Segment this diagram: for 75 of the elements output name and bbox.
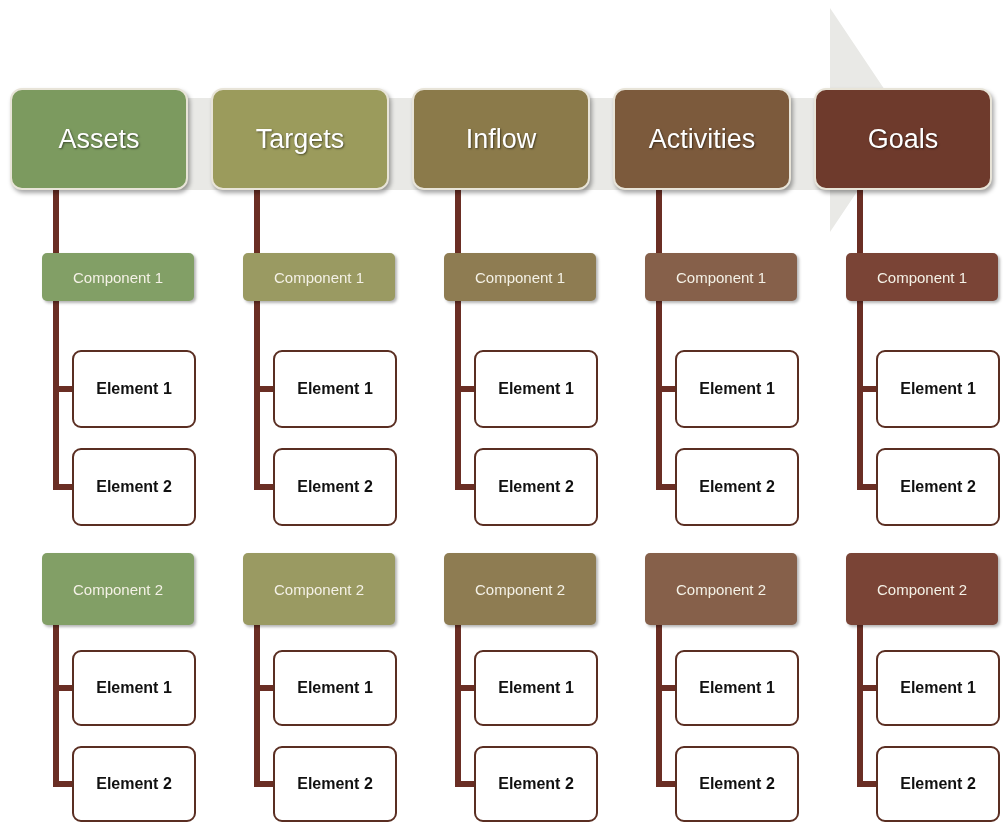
component-box bbox=[444, 253, 596, 301]
component-label: Component 1 bbox=[273, 268, 365, 286]
component-label: Component 1 bbox=[876, 268, 968, 286]
element-box bbox=[474, 350, 598, 428]
component-box bbox=[846, 253, 998, 301]
element-label: Element 1 bbox=[96, 380, 172, 398]
component-box bbox=[645, 253, 797, 301]
element-label: Element 1 bbox=[297, 679, 373, 697]
component-label: Component 2 bbox=[876, 580, 968, 598]
category-header bbox=[613, 88, 791, 190]
element-label: Element 1 bbox=[900, 380, 976, 398]
category-header bbox=[814, 88, 992, 190]
element-box bbox=[72, 448, 196, 526]
element-box bbox=[675, 746, 799, 822]
element-label: Element 1 bbox=[297, 380, 373, 398]
element-box bbox=[474, 448, 598, 526]
header-label: Assets bbox=[58, 123, 140, 155]
category-header bbox=[10, 88, 188, 190]
element-box bbox=[72, 350, 196, 428]
element-box bbox=[876, 746, 1000, 822]
element-box bbox=[876, 448, 1000, 526]
element-box bbox=[273, 650, 397, 726]
connector-line bbox=[656, 190, 662, 253]
header-label: Activities bbox=[648, 123, 756, 155]
element-label: Element 1 bbox=[900, 679, 976, 697]
connector-line bbox=[857, 190, 863, 253]
element-label: Element 2 bbox=[900, 775, 976, 793]
category-header bbox=[412, 88, 590, 190]
element-label: Element 1 bbox=[498, 380, 574, 398]
element-label: Element 2 bbox=[297, 775, 373, 793]
element-box bbox=[72, 650, 196, 726]
component-box bbox=[645, 553, 797, 625]
element-label: Element 2 bbox=[900, 478, 976, 496]
component-box bbox=[243, 553, 395, 625]
element-label: Element 2 bbox=[96, 478, 172, 496]
component-box bbox=[243, 253, 395, 301]
connector-line bbox=[455, 190, 461, 253]
element-label: Element 2 bbox=[297, 478, 373, 496]
element-box bbox=[876, 350, 1000, 428]
element-box bbox=[675, 650, 799, 726]
component-box bbox=[42, 553, 194, 625]
element-label: Element 2 bbox=[699, 775, 775, 793]
connector-line bbox=[53, 190, 59, 253]
element-box bbox=[675, 350, 799, 428]
header-label: Targets bbox=[255, 123, 345, 155]
element-box bbox=[72, 746, 196, 822]
element-label: Element 1 bbox=[498, 679, 574, 697]
element-label: Element 1 bbox=[699, 679, 775, 697]
element-label: Element 1 bbox=[96, 679, 172, 697]
component-label: Component 2 bbox=[675, 580, 767, 598]
element-label: Element 2 bbox=[699, 478, 775, 496]
component-label: Component 2 bbox=[72, 580, 164, 598]
element-box bbox=[474, 650, 598, 726]
element-label: Element 2 bbox=[96, 775, 172, 793]
element-box bbox=[273, 746, 397, 822]
element-label: Element 2 bbox=[498, 775, 574, 793]
component-label: Component 1 bbox=[474, 268, 566, 286]
element-box bbox=[675, 448, 799, 526]
element-box bbox=[876, 650, 1000, 726]
header-label: Goals bbox=[867, 123, 939, 155]
header-label: Inflow bbox=[465, 123, 537, 155]
element-label: Element 1 bbox=[699, 380, 775, 398]
connector-line bbox=[254, 190, 260, 253]
component-box bbox=[846, 553, 998, 625]
component-label: Component 2 bbox=[273, 580, 365, 598]
category-header bbox=[211, 88, 389, 190]
element-label: Element 2 bbox=[498, 478, 574, 496]
component-box bbox=[444, 553, 596, 625]
element-box bbox=[474, 746, 598, 822]
component-label: Component 2 bbox=[474, 580, 566, 598]
element-box bbox=[273, 350, 397, 428]
component-label: Component 1 bbox=[72, 268, 164, 286]
component-label: Component 1 bbox=[675, 268, 767, 286]
component-box bbox=[42, 253, 194, 301]
element-box bbox=[273, 448, 397, 526]
